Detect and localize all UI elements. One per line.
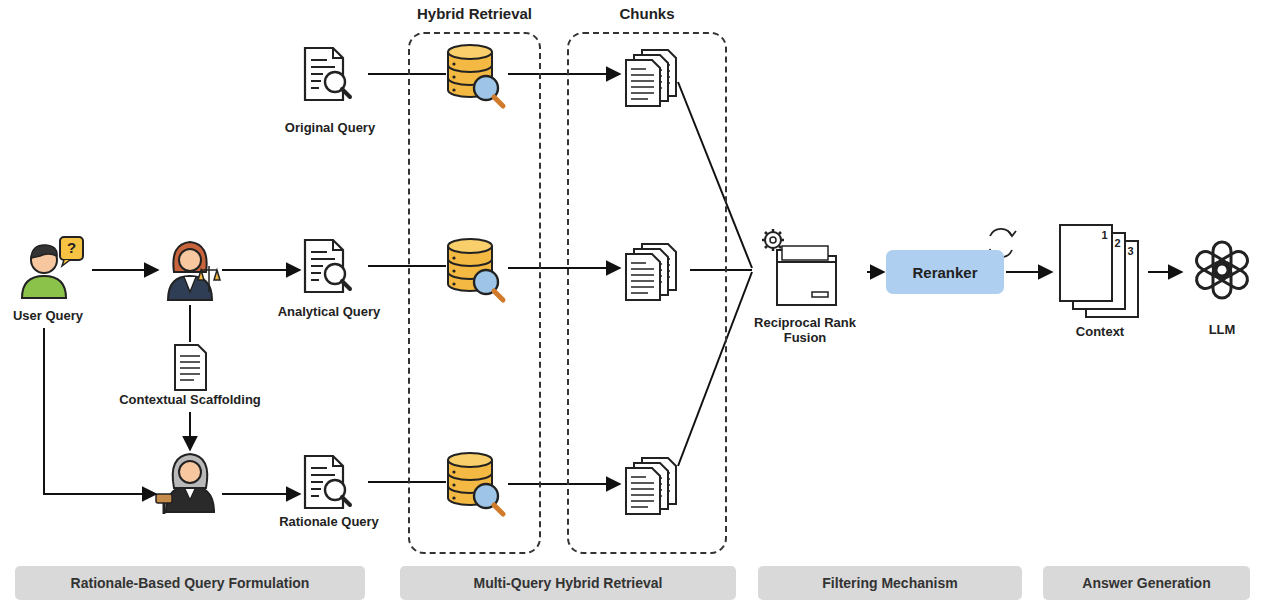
fusion-node: Reciprocal Rank Fusion xyxy=(745,224,865,346)
query-node: Rationale Query xyxy=(262,452,396,530)
callout-number: 3 xyxy=(1125,244,1136,258)
drawing-part xyxy=(179,249,201,271)
drawing-part xyxy=(179,461,201,483)
group-heading: Hybrid Retrieval xyxy=(390,5,559,22)
node-label: Context xyxy=(1076,324,1124,340)
drawing-part xyxy=(508,267,620,269)
question-mark: ? xyxy=(61,238,82,258)
drawing-part xyxy=(762,229,784,251)
node-label: Contextual Scaffolding xyxy=(119,392,261,408)
drawing-part xyxy=(678,272,752,466)
node-label: Analytical Query xyxy=(278,304,381,320)
chunks-group: Chunks xyxy=(567,32,727,554)
node-label: User Query xyxy=(13,308,83,324)
drawing-part xyxy=(180,356,200,380)
drawing-part xyxy=(156,494,172,503)
node-label: LLM xyxy=(1209,322,1236,338)
retrieval-group: Hybrid Retrieval xyxy=(408,32,541,554)
chunk-stack xyxy=(626,244,676,300)
drawing-part xyxy=(184,277,196,292)
query-doc-icon xyxy=(305,48,350,100)
stage-bar: Multi-Query Hybrid Retrieval xyxy=(400,566,736,600)
query-doc-icon xyxy=(305,240,350,292)
chunk-stack xyxy=(626,458,676,514)
query-node: Original Query xyxy=(268,40,392,136)
drawing-part xyxy=(163,503,166,514)
node-label: Reranker xyxy=(912,264,977,281)
llm-node: LLM xyxy=(1184,232,1260,338)
drawing-part xyxy=(166,486,214,512)
flow-arrow xyxy=(1006,271,1052,273)
node-label: Answer Generation xyxy=(1082,575,1210,591)
drawing-part xyxy=(62,260,70,266)
lawyer-icon xyxy=(168,242,220,300)
query-doc-icon xyxy=(305,456,350,508)
flow-wires xyxy=(44,74,752,494)
drawing-part xyxy=(222,493,300,495)
node-label: Rationale Query xyxy=(279,514,379,530)
drawing-part xyxy=(189,412,191,450)
node-label: Filtering Mechanism xyxy=(822,575,957,591)
node-label: Rationale-Based Query Formulation xyxy=(71,575,310,591)
database-icon xyxy=(448,453,503,514)
stage-bar: Filtering Mechanism xyxy=(758,566,1022,600)
database-icon xyxy=(448,45,503,106)
drawing-part xyxy=(1060,225,1112,301)
group-heading: Chunks xyxy=(549,5,745,22)
database-icon xyxy=(448,239,503,300)
node-label: Multi-Query Hybrid Retrieval xyxy=(473,575,662,591)
drawing-part xyxy=(508,483,620,485)
flow-arrow xyxy=(1148,271,1182,273)
drawing-part xyxy=(92,269,158,271)
context-pages xyxy=(1060,225,1138,317)
drawing-part xyxy=(765,232,781,248)
drawing-part xyxy=(1008,231,1016,236)
drawing-part xyxy=(222,269,300,271)
drawing-part xyxy=(368,481,446,483)
flow-arrow xyxy=(867,271,884,273)
context-node: Context xyxy=(1054,222,1146,340)
drawing-part xyxy=(812,292,828,297)
drawing-part xyxy=(678,82,752,268)
drawing-part xyxy=(173,454,208,488)
drawing-part xyxy=(22,276,66,298)
process-box: Reranker xyxy=(886,250,1004,294)
node-label: Reciprocal Rank Fusion xyxy=(745,315,865,346)
user-icon xyxy=(22,237,83,298)
drawing-part xyxy=(368,265,446,267)
drawing-part xyxy=(770,237,776,243)
drawing-part xyxy=(173,242,206,272)
fusion-folder-icon xyxy=(762,229,836,305)
drawing-part xyxy=(44,328,156,494)
scaffold-node: Contextual Scaffolding xyxy=(105,342,275,408)
callout-number: 2 xyxy=(1112,236,1123,250)
llm-logo xyxy=(1193,242,1250,298)
stage-bar: Answer Generation xyxy=(1043,566,1250,600)
drawing-part xyxy=(777,261,836,263)
drawing-part xyxy=(782,246,828,260)
user-node: User Query xyxy=(2,232,94,324)
query-node: Analytical Query xyxy=(262,236,396,320)
drawing-part xyxy=(60,237,83,260)
node-label: Original Query xyxy=(285,120,375,136)
drawing-part xyxy=(189,305,191,342)
stage-bar: Rationale-Based Query Formulation xyxy=(15,566,365,600)
drawing-part xyxy=(690,269,752,271)
chunk-stack xyxy=(626,50,676,106)
drawing-part xyxy=(508,73,620,75)
callout-number: 1 xyxy=(1099,228,1110,242)
drawing-part xyxy=(31,245,57,258)
scaffold-document xyxy=(175,345,206,390)
drawing-part xyxy=(175,345,206,390)
drawing-part xyxy=(198,266,220,292)
drawing-part xyxy=(368,73,446,75)
judge-icon xyxy=(156,454,214,514)
drawing-part xyxy=(1193,248,1231,281)
drawing-part xyxy=(168,276,212,300)
